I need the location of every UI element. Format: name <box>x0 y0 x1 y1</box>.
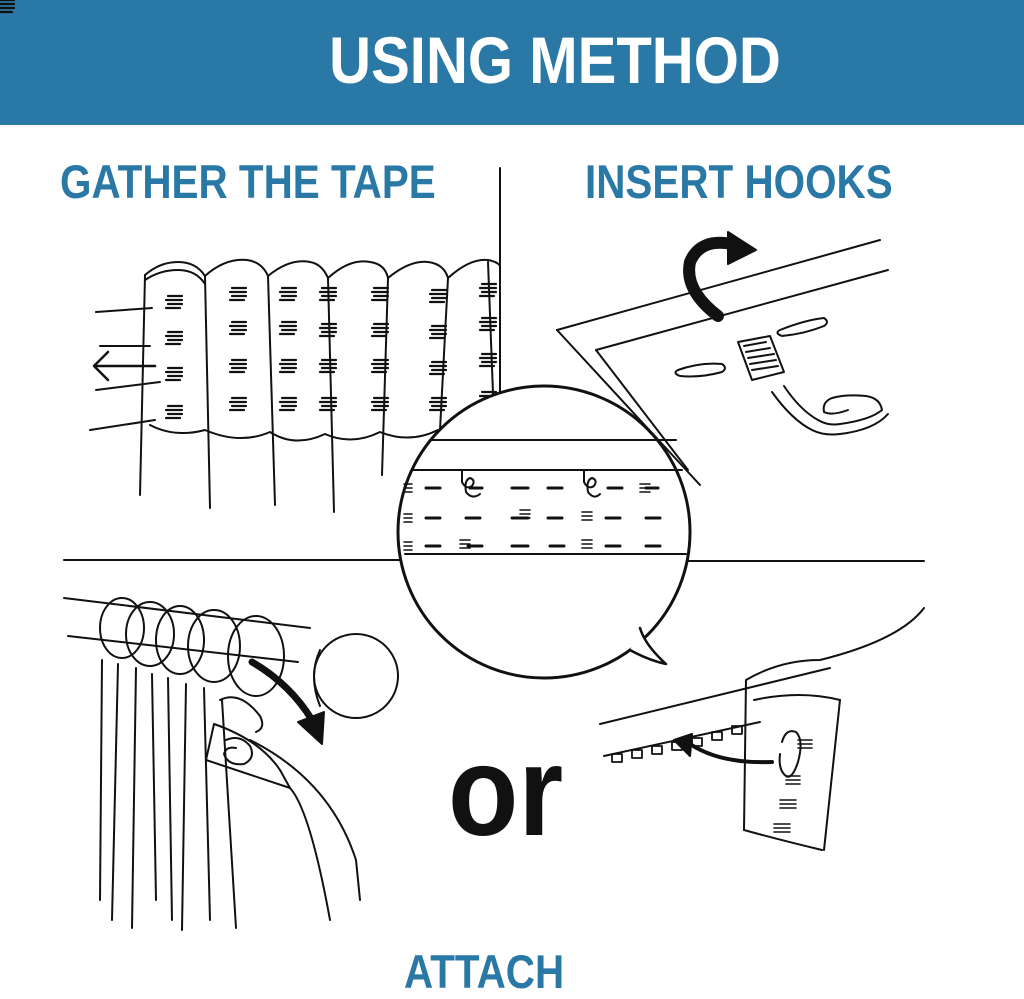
step-heading-gather: GATHER THE TAPE <box>60 155 436 208</box>
panel-dividers <box>63 167 925 562</box>
magnifier-detail <box>396 384 692 680</box>
step-heading-insert: INSERT HOOKS <box>585 155 893 208</box>
tape-stitch-marks <box>0 0 498 420</box>
page-title: USING METHOD <box>329 23 781 97</box>
header-banner: USING METHOD <box>0 0 1024 125</box>
or-separator: or <box>448 720 564 863</box>
gathered-curtain-tape <box>89 258 501 513</box>
hook-insert-diagram <box>556 231 889 486</box>
curtain-track-hooks <box>599 607 925 851</box>
curtain-rod-rings <box>63 597 399 931</box>
